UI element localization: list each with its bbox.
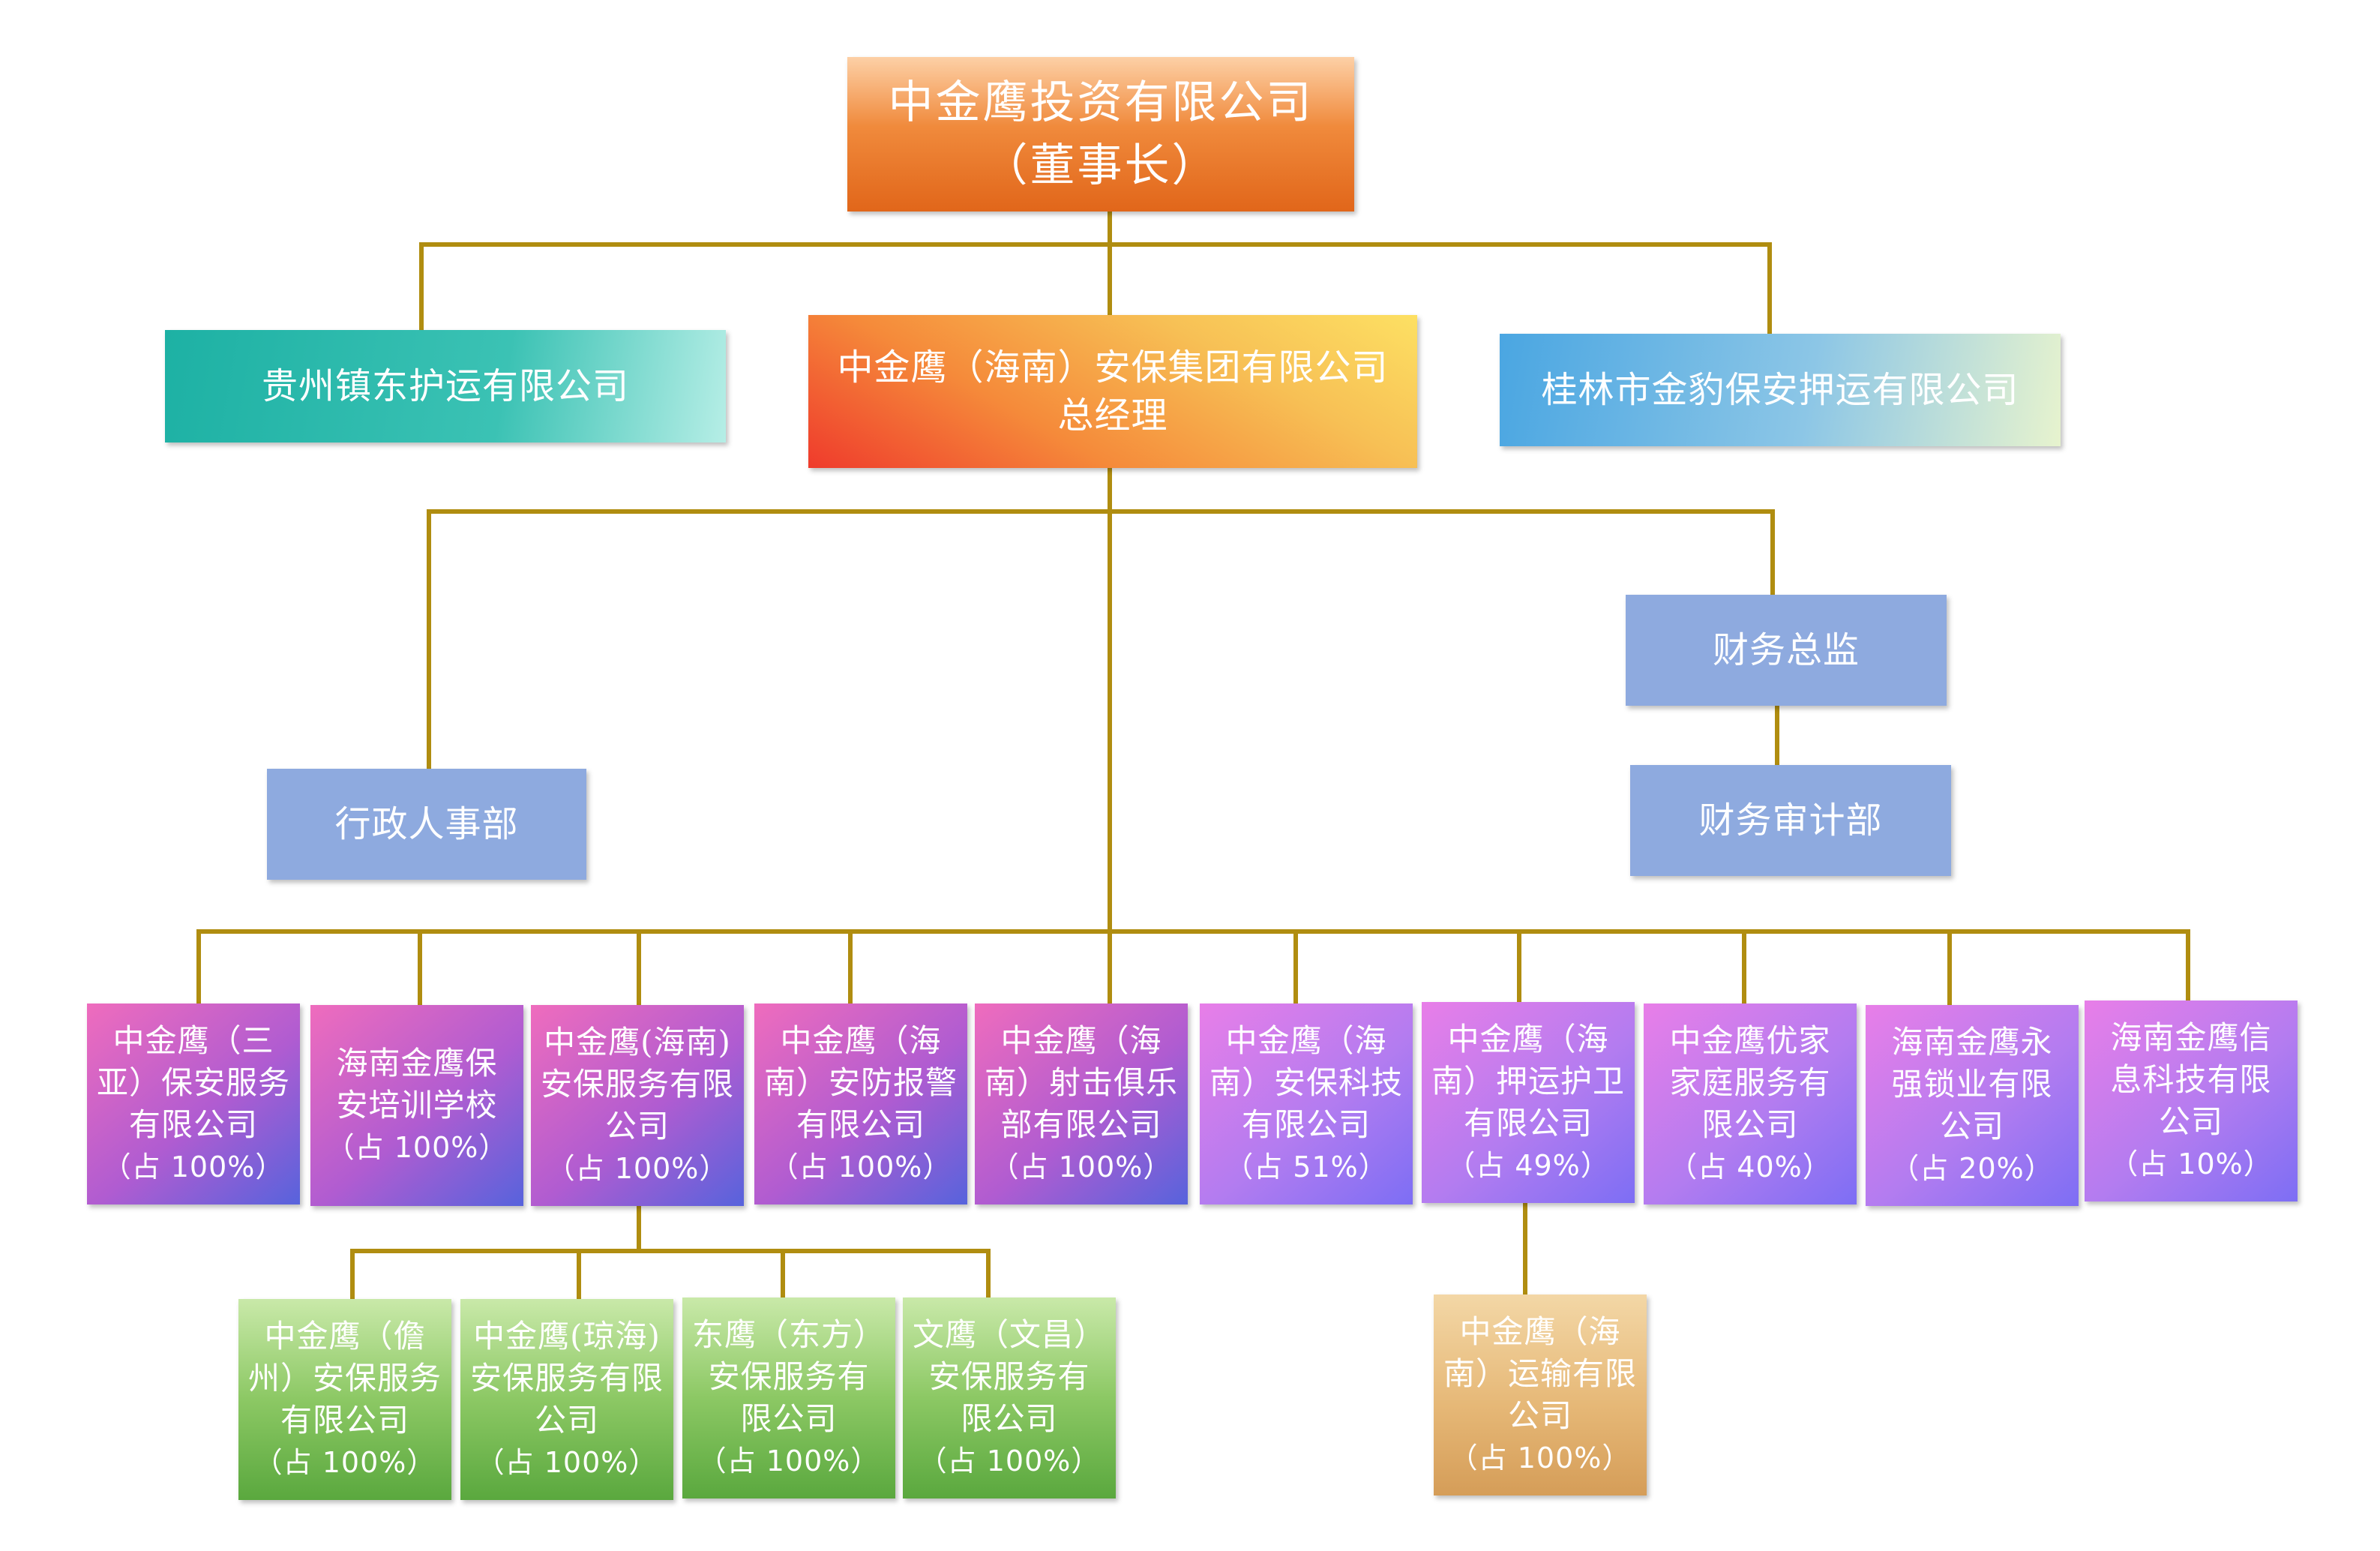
node-line: 中金鹰优家 [1669,1022,1831,1059]
node-line: 安保服务有限 [540,1066,734,1102]
subsidiary-node: 中金鹰（海 南）押运护卫 有限公司 （占 49%） [1422,1002,1635,1203]
node-line: 中金鹰（海 [1000,1022,1162,1059]
node-line: 安培训学校 [336,1087,498,1124]
node-line: 安保服务有限 [469,1360,664,1396]
subsidiary-node: 中金鹰（海 南）安防报警 有限公司 （占 100%） [754,1004,967,1204]
node-line: 中金鹰(海南) [544,1024,731,1060]
node-line: 中金鹰（海 [1225,1022,1387,1059]
share-label: （占 40%） [1668,1150,1832,1184]
node-line: 有限公司 [796,1106,925,1143]
node-line: 海南金鹰保 [336,1045,498,1082]
branch-node: 东鹰（东方） 安保服务有 限公司 （占 100%） [682,1298,895,1498]
node-line: 中金鹰（儋 [264,1318,426,1354]
node-line: 海南金鹰信 [2110,1019,2272,1056]
node-line: 总经理 [1057,394,1168,436]
subsidiary-node: 中金鹰（三 亚）保安服务 有限公司 （占 100%） [87,1004,300,1204]
node-line: 安保服务有 [928,1358,1090,1395]
node-line: 贵州镇东护运有限公司 [261,365,629,407]
node-line: 中金鹰（海 [1459,1313,1621,1350]
branch-node: 中金鹰(琼海) 安保服务有限 公司 （占 100%） [460,1299,673,1500]
share-label: （占 100%） [990,1150,1173,1184]
node-line: 公司 [1507,1397,1572,1434]
share-label: （占 20%） [1890,1152,2054,1185]
node-line: 中金鹰（三 [112,1022,274,1059]
subsidiary-node: 海南金鹰信 息科技有限 公司 （占 10%） [2085,1000,2298,1202]
node-line: 家庭服务有 [1669,1064,1831,1101]
branch-node: 中金鹰（儋 州）安保服务 有限公司 （占 100%） [238,1299,451,1500]
node-line: 部有限公司 [1000,1106,1162,1143]
admin-hr-node: 行政人事部 [267,769,586,880]
node-line: 东鹰（东方） [691,1316,886,1353]
guilin-node: 桂林市金豹保安押运有限公司 [1500,334,2061,446]
node-line: 中金鹰(琼海) [473,1318,661,1354]
node-line: 桂林市金豹保安押运有限公司 [1541,369,2019,411]
subsidiary-node: 海南金鹰保 安培训学校 （占 100%） [310,1005,523,1206]
node-line: 亚）保安服务 [96,1064,290,1101]
node-line: 海南金鹰永 [1891,1024,2053,1060]
finance-director-node: 财务总监 [1626,595,1947,706]
node-line: 安保服务有 [708,1358,870,1395]
node-line: 行政人事部 [334,803,519,845]
share-label: （占 49%） [1446,1149,1610,1182]
node-line: 文鹰（文昌） [912,1316,1106,1353]
node-line: 有限公司 [280,1402,409,1438]
node-line: 南）安保科技 [1209,1064,1403,1101]
node-line: 有限公司 [1463,1105,1593,1142]
node-line: 财务总监 [1712,629,1860,671]
subsidiary-node: 中金鹰（海 南）安保科技 有限公司 （占 51%） [1200,1004,1413,1204]
node-line: 限公司 [740,1400,838,1437]
share-label: （占 100%） [475,1446,658,1479]
share-label: （占 100%） [102,1150,285,1184]
node-line: 南）运输有限 [1443,1355,1637,1392]
node-line: 南）安防报警 [763,1064,958,1101]
share-label: （占 51%） [1224,1150,1388,1184]
share-label: （占 100%） [253,1446,436,1479]
node-line: 有限公司 [1241,1106,1371,1143]
subsidiary-node: 中金鹰（海 南）射击俱乐 部有限公司 （占 100%） [975,1004,1188,1204]
group-gm-node: 中金鹰（海南）安保集团有限公司 总经理 [808,315,1417,468]
node-line: 公司 [2158,1103,2223,1140]
share-label: （占 100%） [1449,1442,1632,1474]
node-line: 限公司 [1701,1106,1799,1143]
guizhou-node: 贵州镇东护运有限公司 [165,330,726,442]
subsidiary-node: 海南金鹰永 强锁业有限 公司 （占 20%） [1866,1005,2079,1206]
node-line: 中金鹰（海 [1447,1021,1609,1058]
node-line: 公司 [534,1402,599,1438]
share-label: （占 10%） [2109,1148,2273,1180]
node-line: （董事长） [982,140,1219,192]
share-label: （占 100%） [769,1150,952,1184]
node-line: 公司 [1939,1108,2004,1144]
node-line: 强锁业有限 [1891,1066,2053,1102]
node-line: 公司 [604,1108,670,1144]
share-label: （占 100%） [325,1131,508,1164]
node-line: 中金鹰（海南）安保集团有限公司 [837,346,1389,388]
transport-node: 中金鹰（海 南）运输有限 公司 （占 100%） [1434,1294,1647,1496]
node-line: 息科技有限 [2110,1061,2272,1098]
node-line: 有限公司 [128,1106,258,1143]
node-line: 南）押运护卫 [1431,1063,1625,1100]
node-line: 限公司 [961,1400,1058,1437]
node-line: 中金鹰（海 [780,1022,942,1059]
node-line: 财务审计部 [1698,800,1883,842]
node-line: 南）射击俱乐 [984,1064,1178,1101]
share-label: （占 100%） [697,1444,880,1478]
share-label: （占 100%） [918,1444,1101,1478]
node-line: 中金鹰投资有限公司 [888,76,1314,129]
branch-node: 文鹰（文昌） 安保服务有 限公司 （占 100%） [903,1298,1116,1498]
finance-audit-node: 财务审计部 [1630,765,1951,876]
subsidiary-node: 中金鹰优家 家庭服务有 限公司 （占 40%） [1644,1004,1857,1204]
node-line: 州）安保服务 [247,1360,442,1396]
chairman-node: 中金鹰投资有限公司 （董事长） [847,57,1354,212]
share-label: （占 100%） [546,1152,729,1185]
subsidiary-node: 中金鹰(海南) 安保服务有限 公司 （占 100%） [531,1005,744,1206]
